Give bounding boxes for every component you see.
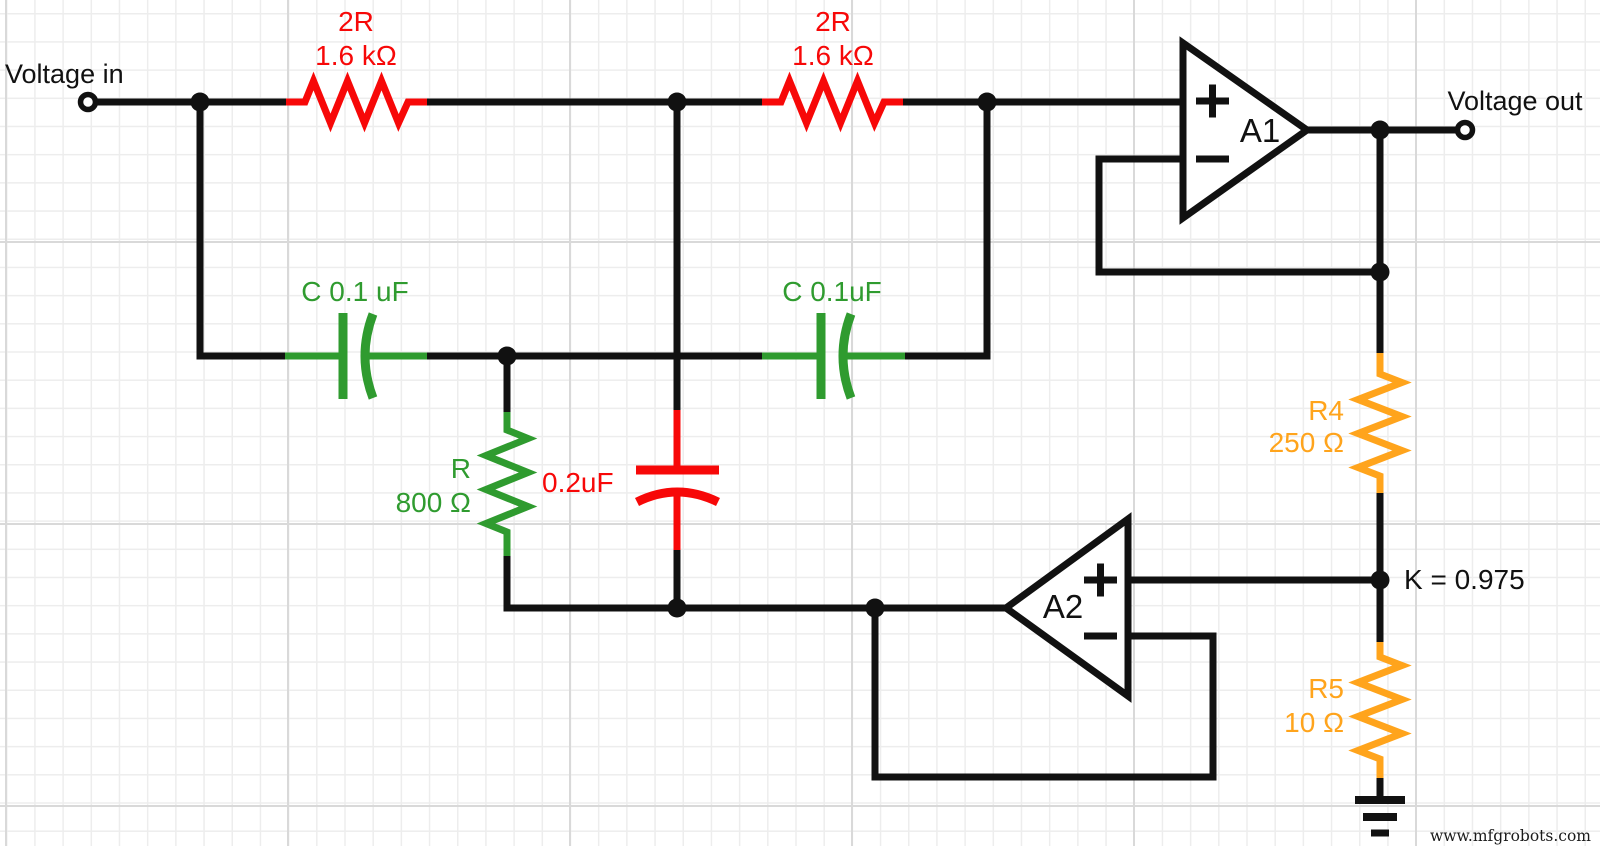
junction-dot — [977, 92, 997, 112]
wire-bottom-rail — [503, 556, 1006, 612]
capacitor-c1 — [285, 312, 427, 400]
r5-value-label: 10 Ω — [1284, 707, 1344, 738]
r1-name-label: 2R — [338, 6, 374, 37]
resistor-r4 — [1348, 353, 1412, 493]
junction-dots — [190, 92, 1390, 618]
opamp-a1: A1 — [1179, 36, 1314, 225]
capacitor-c2 — [762, 312, 905, 400]
r4-name-label: R4 — [1308, 395, 1344, 426]
wire-a1-feedback-loop — [1095, 155, 1380, 276]
c1-label: C 0.1 uF — [301, 276, 408, 307]
junction-dot — [667, 598, 687, 618]
voltage-in-label: Voltage in — [5, 59, 124, 89]
voltage-out-label: Voltage out — [1447, 86, 1583, 116]
k-factor-label: K = 0.975 — [1404, 564, 1525, 595]
output-terminal — [1454, 119, 1476, 141]
wires — [95, 98, 1458, 800]
r4-value-label: 250 Ω — [1269, 427, 1344, 458]
resistor-r3 — [476, 412, 538, 556]
junction-dot — [1370, 262, 1390, 282]
a1-noninverting-input-icon — [1196, 84, 1229, 118]
junction-dot — [1370, 120, 1390, 140]
watermark: www.mfgrobots.com — [1430, 827, 1591, 845]
r1-value-label: 1.6 kΩ — [315, 40, 397, 71]
resistor-r1 — [286, 71, 427, 133]
wire-a2-feedback-loop — [871, 608, 1217, 781]
r3-value-label: 800 Ω — [396, 487, 471, 518]
r2-value-label: 1.6 kΩ — [792, 40, 874, 71]
junction-dot — [865, 598, 885, 618]
opamp-a2-label: A2 — [1043, 588, 1083, 625]
wire-left-column-to-c1 — [196, 102, 285, 360]
r2-name-label: 2R — [815, 6, 851, 37]
opamp-a1-label: A1 — [1240, 112, 1280, 149]
junction-dot — [190, 92, 210, 112]
r3-name-label: R — [451, 453, 471, 484]
opamp-a2: A2 — [1000, 512, 1132, 703]
opamp-a2-triangle — [1000, 512, 1132, 703]
r5-name-label: R5 — [1308, 673, 1344, 704]
junction-dot — [667, 92, 687, 112]
junction-dot — [497, 346, 517, 366]
ground-symbol — [1355, 796, 1405, 837]
c3-curved-plate — [634, 487, 720, 507]
resistor-r5 — [1348, 642, 1412, 778]
resistor-r2 — [762, 71, 903, 133]
c2-label: C 0.1uF — [782, 276, 882, 307]
capacitor-c3 — [634, 410, 720, 550]
a2-noninverting-input-icon — [1084, 563, 1117, 597]
wire-right-column-to-c2 — [905, 102, 991, 360]
input-terminal — [77, 91, 99, 113]
junction-dot — [1370, 570, 1390, 590]
c3-label: 0.2uF — [542, 467, 614, 498]
